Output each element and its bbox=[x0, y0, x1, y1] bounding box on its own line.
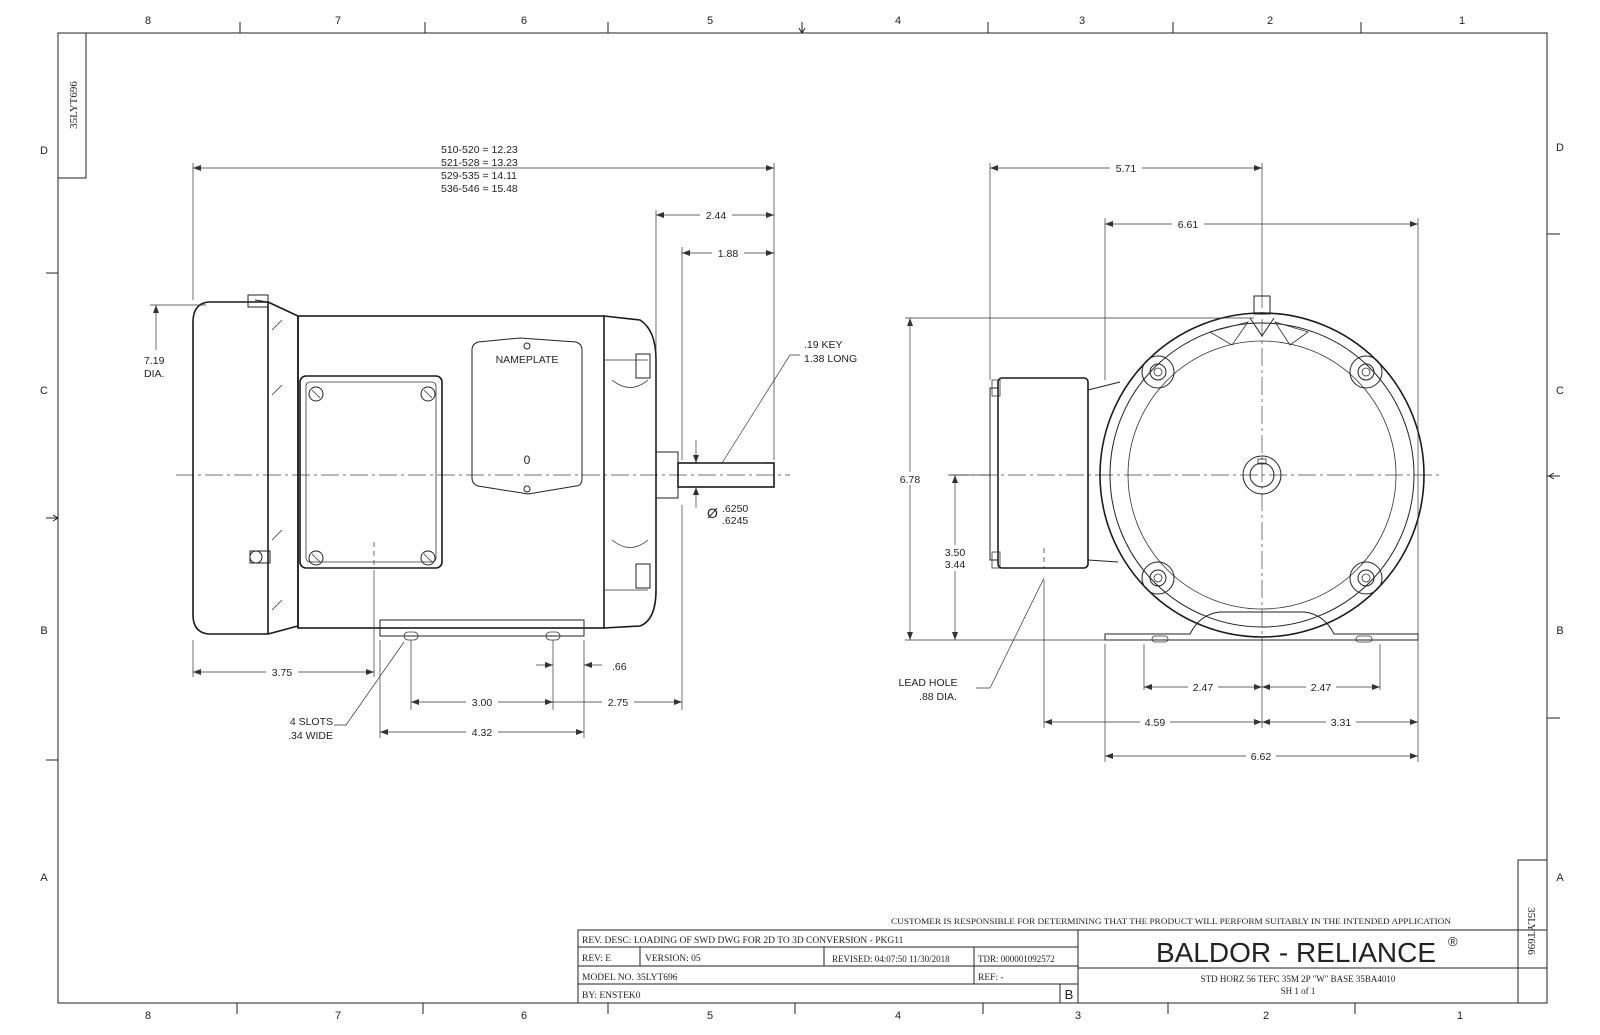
sheet-count: SH 1 of 1 bbox=[1281, 986, 1316, 996]
key-label-line2: 1.38 LONG bbox=[804, 353, 857, 365]
zone-col-top-4: 4 bbox=[895, 15, 901, 27]
dim-2-75: 2.75 bbox=[608, 697, 629, 709]
corner-tag-top: 35LYT696 bbox=[57, 32, 87, 179]
zone-col-top-6: 6 bbox=[521, 15, 527, 27]
dim-2-47-right: 2.47 bbox=[1311, 682, 1332, 694]
zone-row-left-a: A bbox=[40, 872, 48, 884]
zone-row-left-d: D bbox=[40, 145, 48, 157]
zone-col-top-8: 8 bbox=[145, 15, 151, 27]
zone-row-left-b: B bbox=[40, 625, 47, 637]
shaft-dia-min: .6245 bbox=[722, 515, 748, 527]
dim-3-00: 3.00 bbox=[472, 697, 493, 709]
sheet-size: B bbox=[1065, 987, 1074, 1002]
dim-6-61: 6.61 bbox=[1178, 219, 1199, 231]
motor-end-view bbox=[950, 290, 1440, 650]
zone-row-left-c: C bbox=[40, 385, 48, 397]
motor-side-view bbox=[176, 163, 790, 641]
zone-col-top-1: 1 bbox=[1459, 15, 1465, 27]
rev-desc: REV. DESC: LOADING OF SWD DWG FOR 2D TO … bbox=[582, 936, 904, 946]
rev-letter: REV: E bbox=[582, 954, 611, 964]
dim-4-59: 4.59 bbox=[1145, 717, 1166, 729]
zone-col-top-5: 5 bbox=[707, 15, 713, 27]
dim-2-44: 2.44 bbox=[706, 210, 727, 222]
lead-hole-line2: .88 DIA. bbox=[919, 691, 957, 703]
ref-field: REF: - bbox=[978, 973, 1004, 983]
zone-col-bottom-3: 3 bbox=[1075, 1010, 1081, 1022]
zone-col-bottom-5: 5 bbox=[707, 1010, 713, 1022]
slots-label-line2: .34 WIDE bbox=[288, 730, 333, 742]
disclaimer-text: CUSTOMER IS RESPONSIBLE FOR DETERMINING … bbox=[891, 917, 1451, 926]
zone-row-right-d: D bbox=[1556, 142, 1564, 154]
drawn-by: BY: ENSTEK0 bbox=[582, 991, 641, 1001]
drawing-border bbox=[46, 22, 1560, 1014]
dim-3-50: 3.50 bbox=[945, 547, 966, 559]
dim-1-88: 1.88 bbox=[718, 248, 739, 260]
end-view-dimensions bbox=[905, 163, 1419, 762]
registered-mark: ® bbox=[1448, 934, 1458, 949]
length-table-row-3: 529-535 = 14.11 bbox=[441, 170, 517, 182]
border-zone-labels: 8 7 6 5 4 3 2 1 8 7 6 5 4 3 2 1 D C B A … bbox=[40, 15, 1564, 1022]
dim-6-62: 6.62 bbox=[1251, 751, 1272, 763]
zone-row-right-a: A bbox=[1556, 872, 1564, 884]
shaft-dia-symbol: Ø bbox=[707, 505, 718, 521]
corner-tag-bottom: 35LYT696 bbox=[1517, 859, 1548, 1004]
tdr-number: TDR: 000001092572 bbox=[978, 954, 1055, 964]
length-table-row-4: 536-546 = 15.48 bbox=[441, 183, 518, 195]
dim-3-44: 3.44 bbox=[945, 559, 966, 571]
nameplate-zero: 0 bbox=[524, 453, 531, 467]
motor-description: STD HORZ 56 TEFC 35M 2P "W" BASE 35BA401… bbox=[1201, 974, 1396, 984]
title-block: CUSTOMER IS RESPONSIBLE FOR DETERMINING … bbox=[577, 917, 1548, 1004]
dim-3-75: 3.75 bbox=[272, 667, 293, 679]
end-view-labels: 5.71 6.61 6.78 3.50 3.44 LEAD HOLE .88 D… bbox=[895, 161, 1356, 763]
zone-col-bottom-2: 2 bbox=[1263, 1010, 1269, 1022]
side-view-labels: 510-520 = 12.23 521-528 = 13.23 529-535 … bbox=[144, 144, 857, 742]
lead-hole-line1: LEAD HOLE bbox=[899, 677, 958, 689]
shaft-dia-max: .6250 bbox=[722, 503, 748, 515]
dim-4-32: 4.32 bbox=[472, 727, 493, 739]
zone-col-top-2: 2 bbox=[1267, 15, 1273, 27]
dim-3-31: 3.31 bbox=[1331, 717, 1352, 729]
dim-5-71: 5.71 bbox=[1116, 163, 1137, 175]
zone-col-bottom-7: 7 bbox=[335, 1010, 341, 1022]
dim-2-47-left: 2.47 bbox=[1193, 682, 1214, 694]
model-number: MODEL NO. 35LYT696 bbox=[582, 973, 678, 983]
dim-6-78: 6.78 bbox=[900, 474, 921, 486]
zone-col-bottom-6: 6 bbox=[521, 1010, 527, 1022]
zone-col-bottom-1: 1 bbox=[1457, 1010, 1463, 1022]
version: VERSION: 05 bbox=[645, 954, 701, 964]
corner-tag-bottom-text: 35LYT696 bbox=[1525, 907, 1537, 955]
revised-timestamp: REVISED: 04:07:50 11/30/2018 bbox=[832, 954, 950, 964]
zone-row-right-b: B bbox=[1556, 625, 1563, 637]
side-view-dimensions bbox=[150, 165, 800, 738]
length-table-row-1: 510-520 = 12.23 bbox=[441, 144, 518, 156]
nameplate-label: NAMEPLATE bbox=[496, 354, 559, 366]
dia-label-value: 7.19 bbox=[144, 355, 165, 367]
dim-66: .66 bbox=[612, 661, 627, 673]
zone-col-bottom-8: 8 bbox=[145, 1010, 151, 1022]
corner-tag-top-text: 35LYT696 bbox=[68, 81, 80, 129]
zone-row-right-c: C bbox=[1556, 385, 1564, 397]
zone-col-top-3: 3 bbox=[1079, 15, 1085, 27]
key-label-line1: .19 KEY bbox=[804, 339, 843, 351]
zone-col-top-7: 7 bbox=[335, 15, 341, 27]
length-table-row-2: 521-528 = 13.23 bbox=[441, 157, 518, 169]
slots-label-line1: 4 SLOTS bbox=[290, 716, 333, 728]
company-name: BALDOR - RELIANCE bbox=[1156, 937, 1436, 968]
dia-label-unit: DIA. bbox=[144, 368, 164, 380]
zone-col-bottom-4: 4 bbox=[895, 1010, 901, 1022]
